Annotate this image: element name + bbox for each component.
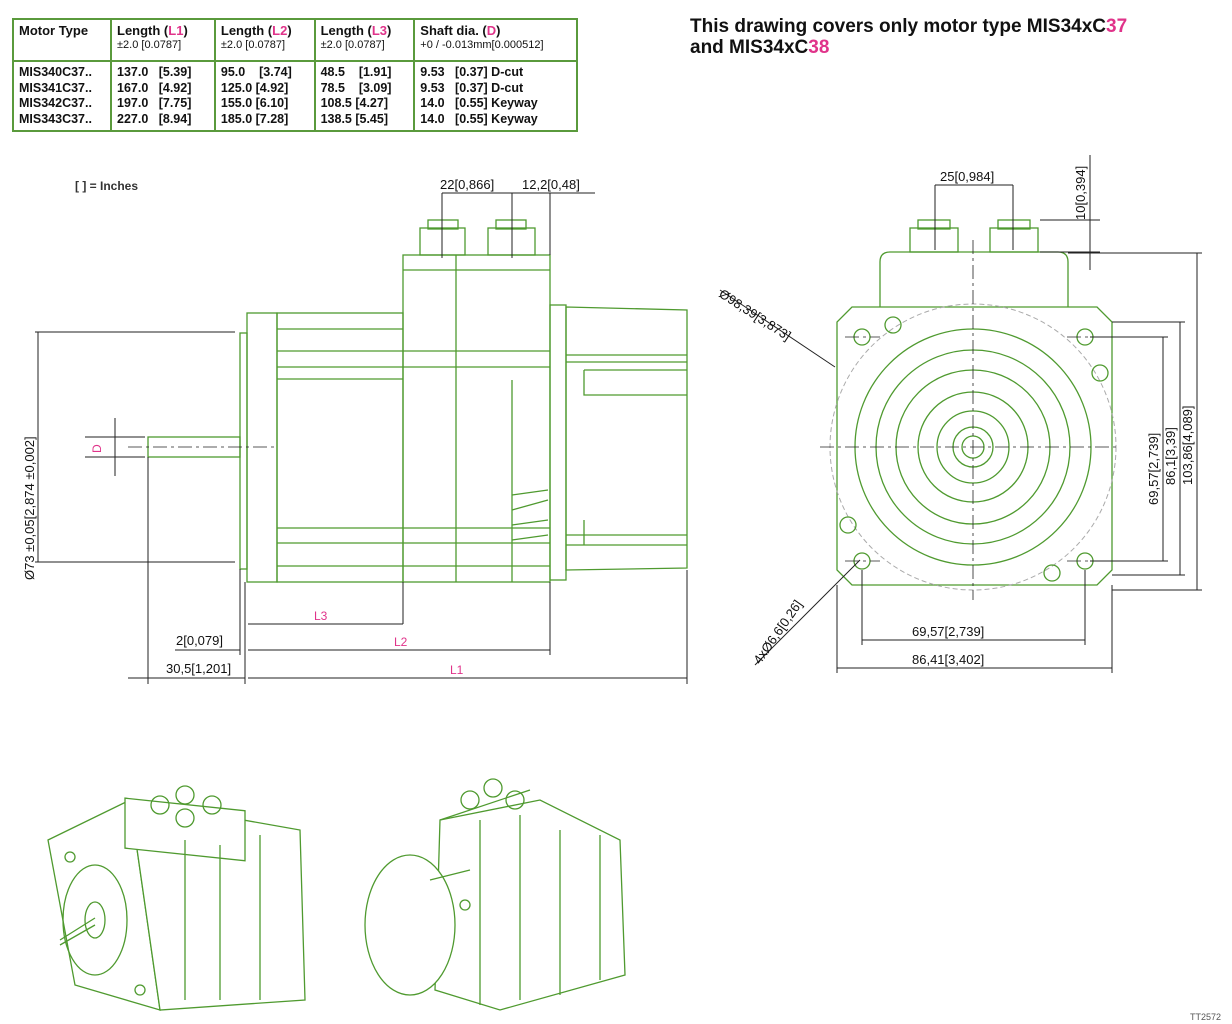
drawing-id: TT2572 bbox=[1190, 1012, 1221, 1022]
dim-hole-spacing-h: 69,57[2,739] bbox=[912, 624, 984, 639]
dim-body-height: 86,1[3,39] bbox=[1163, 427, 1178, 485]
dim-l1: L1 bbox=[450, 663, 464, 677]
dim-shaft-length: 30,5[1,201] bbox=[166, 661, 231, 676]
table-row: MIS340C37.. MIS341C37.. MIS342C37.. MIS3… bbox=[12, 60, 578, 132]
cell-motor-types: MIS340C37.. MIS341C37.. MIS342C37.. MIS3… bbox=[12, 60, 112, 132]
isometric-view-front bbox=[47, 785, 306, 1011]
cell-l1-values: 137.0 [5.39] 167.0 [4.92] 197.0 [7.75] 2… bbox=[110, 60, 216, 132]
motor-spec-table: Motor Type Length (L1)±2.0 [0.0787] Leng… bbox=[12, 18, 578, 132]
front-view: 25[0,984] 10[0,394] 69,57[2,739] 86,1[3,… bbox=[716, 155, 1202, 673]
electronics-box-top bbox=[879, 251, 1069, 307]
dim-holes: 4xØ6,6[0,26] bbox=[750, 597, 805, 667]
header-motor-type: Motor Type bbox=[12, 18, 112, 62]
motor-body bbox=[276, 312, 404, 583]
dim-l3: L3 bbox=[314, 609, 328, 623]
dim-hole-spacing-v: 69,57[2,739] bbox=[1146, 433, 1161, 505]
drawing-title: This drawing covers only motor type MIS3… bbox=[690, 16, 1128, 58]
header-length-l3: Length (L3)±2.0 [0.0787] bbox=[313, 18, 416, 62]
isometric-view-rear bbox=[364, 778, 626, 1011]
flange-square bbox=[836, 306, 1113, 586]
dim-connector-height: 10[0,394] bbox=[1073, 166, 1088, 220]
electronics-box bbox=[402, 254, 551, 583]
dim-l2: L2 bbox=[394, 635, 408, 649]
connector-1 bbox=[909, 227, 959, 253]
header-shaft-dia: Shaft dia. (D)+0 / -0.013mm[0.000512] bbox=[413, 18, 578, 62]
pilot-plate bbox=[239, 332, 248, 570]
dim-shaft-d: D bbox=[90, 444, 104, 453]
side-view: Ø73 ±0,05[2,874 ±0,002] D L3 L2 L1 2[0,0… bbox=[22, 177, 688, 684]
cell-l3-values: 48.5 [1.91] 78.5 [3.09] 108.5 [4.27] 138… bbox=[313, 60, 416, 132]
dim-flange-thickness: 2[0,079] bbox=[176, 633, 223, 648]
inches-legend: [ ] = Inches bbox=[75, 179, 138, 193]
header-length-l1: Length (L1)±2.0 [0.0787] bbox=[110, 18, 216, 62]
dim-bolt-circle: Ø98,39[3,873] bbox=[716, 286, 793, 343]
header-length-l2: Length (L2)±2.0 [0.0787] bbox=[213, 18, 316, 62]
cell-l2-values: 95.0 [3.74] 125.0 [4.92] 155.0 [6.10] 18… bbox=[213, 60, 316, 132]
dim-total-height: 103,86[4,089] bbox=[1180, 405, 1195, 485]
dim-connector-pitch: 22[0,866] bbox=[440, 177, 494, 192]
dim-connector-pitch-front: 25[0,984] bbox=[940, 169, 994, 184]
flange bbox=[246, 312, 278, 583]
rear-cap bbox=[549, 304, 567, 581]
dim-pilot-diameter: Ø73 ±0,05[2,874 ±0,002] bbox=[22, 436, 37, 580]
cell-shaft-values: 9.53 [0.37] D-cut 9.53 [0.37] D-cut 14.0… bbox=[413, 60, 578, 132]
dim-connector-offset: 12,2[0,48] bbox=[522, 177, 580, 192]
dim-body-width: 86,41[3,402] bbox=[912, 652, 984, 667]
connector-2 bbox=[989, 227, 1039, 253]
table-header-row: Motor Type Length (L1)±2.0 [0.0787] Leng… bbox=[12, 18, 578, 62]
